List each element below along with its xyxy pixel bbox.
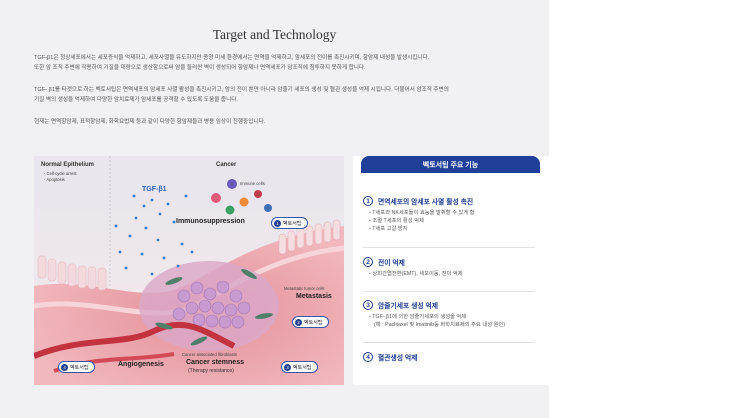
paragraph-3: 현재는 면역항암제, 표적항암제, 화학요법제 등과 같이 다양한 항암제들과 … [34,117,544,127]
divider [363,342,535,343]
badge-label: 벡토서팁 [304,319,323,326]
vactosertib-badge-4: 4 벡토서팁 [58,361,96,373]
feature-item: TGF- β1에 의한 암줄기세포의 생성을 억제 [369,313,539,321]
feature-4: 4 혈관생성 억제 [363,352,539,362]
feature-number-icon: 1 [363,196,373,206]
badge-number: 1 [274,219,281,227]
vactosertib-badge-2: 2 벡토서팁 [292,316,330,328]
feature-2: 2 전이 억제 상피간엽전환(EMT), 세포이동, 전이 억제 [363,257,539,278]
paragraph-2: TGF- β1를 타겟으로 하는 벡토서팁은 면역세포의 암세포 사멸 활성을 … [34,85,544,105]
paragraph-line: TGF- β1를 타겟으로 하는 벡토서팁은 면역세포의 암세포 사멸 활성을 … [34,87,449,93]
immunosuppression-label: Immunosuppression [176,218,245,225]
feature-1: 1 면역세포의 암세포 사멸 활성 촉진 T세포와 NK세포들이 효능을 발휘할… [363,196,539,233]
vactosertib-badge-1: 1 벡토서팁 [271,217,309,229]
badge-number: 2 [295,318,302,326]
normal-epithelium-title: Normal Epithelium [41,162,95,168]
feature-item: T세포와 NK세포들이 효능을 발휘할 수 있게 함 [369,209,539,217]
feature-3: 3 암줄기세포 생성 억제 TGF- β1에 의한 암줄기세포의 생성을 억제 … [363,300,539,329]
therapy-resistance-label: (Therapy resistance) [188,368,234,374]
cancer-stemness-label: Cancer stemness [186,359,244,366]
feature-number-icon: 4 [363,352,373,362]
feature-title: 혈관생성 억제 [378,355,418,362]
angiogenesis-label: Angiogenesis [118,361,164,368]
tgf-label: TGF-β1 [142,186,167,193]
paragraph-line: 기질 벽의 생성을 억제하여 다양한 암치료제가 암세포를 공격할 수 있도록 … [34,97,238,103]
divider [363,247,535,248]
badge-number: 4 [61,363,68,371]
feature-item: 상피간엽전환(EMT), 세포이동, 전이 억제 [369,270,539,278]
immune-cells-label: Immune cells [240,181,265,186]
paragraph-1: TGF-β1은 정상세포에서는 세포증식을 억제하고, 세포사멸을 유도하지만 … [34,53,544,73]
cancer-title: Cancer [216,162,237,168]
feature-item: 조절 T세포의 활성 억제 [369,217,539,225]
metastatic-cells-label: Metastatic tumor cells [284,286,325,291]
normal-item: - Apoptosis [44,177,65,182]
badge-label: 벡토서팁 [293,364,312,371]
illustration-graphic [34,156,344,385]
feature-number-icon: 2 [363,257,373,267]
badge-label: 벡토서팁 [70,364,89,371]
feature-item: T세포 고갈 방지 [369,225,539,233]
feature-title: 면역세포의 암세포 사멸 활성 촉진 [378,199,474,206]
feature-number-icon: 3 [363,300,373,310]
normal-item: - Cell-cycle arrest [44,171,77,176]
divider [363,291,535,292]
paragraph-line: 현재는 면역항암제, 표적항암제, 화학요법제 등과 같이 다양한 항암제들과 … [34,119,266,125]
feature-note: (예 : Paclitaxel 및 Imatinib등 화학치료제의 주요 내성… [374,322,506,328]
panel-header: 벡토서팁 주요 기능 [361,156,540,173]
badge-number: 3 [284,363,291,371]
metastasis-label: Metastasis [296,293,332,300]
badge-label: 벡토서팁 [283,220,302,227]
vactosertib-badge-3: 3 벡토서팁 [281,361,319,373]
paragraph-line: TGF-β1은 정상세포에서는 세포증식을 억제하고, 세포사멸을 유도하지만 … [34,55,430,61]
feature-title: 암줄기세포 생성 억제 [378,303,439,310]
fibroblasts-label: Cancer associated fibroblasts [182,352,237,357]
feature-title: 전이 억제 [378,260,405,267]
key-functions-panel: 벡토서팁 주요 기능 1 면역세포의 암세포 사멸 활성 촉진 T세포와 NK세… [353,156,549,385]
paragraph-line: 또한 암 조직 주변에 작용하여 기질을 대량으로 생산함으로써 암을 둘러싼 … [34,65,366,71]
content-section: Target and Technology TGF-β1은 정상세포에서는 세포… [0,0,549,418]
tgf-mechanism-illustration: Normal Epithelium - Cell-cycle arrest - … [34,156,344,385]
section-title: Target and Technology [212,27,337,42]
